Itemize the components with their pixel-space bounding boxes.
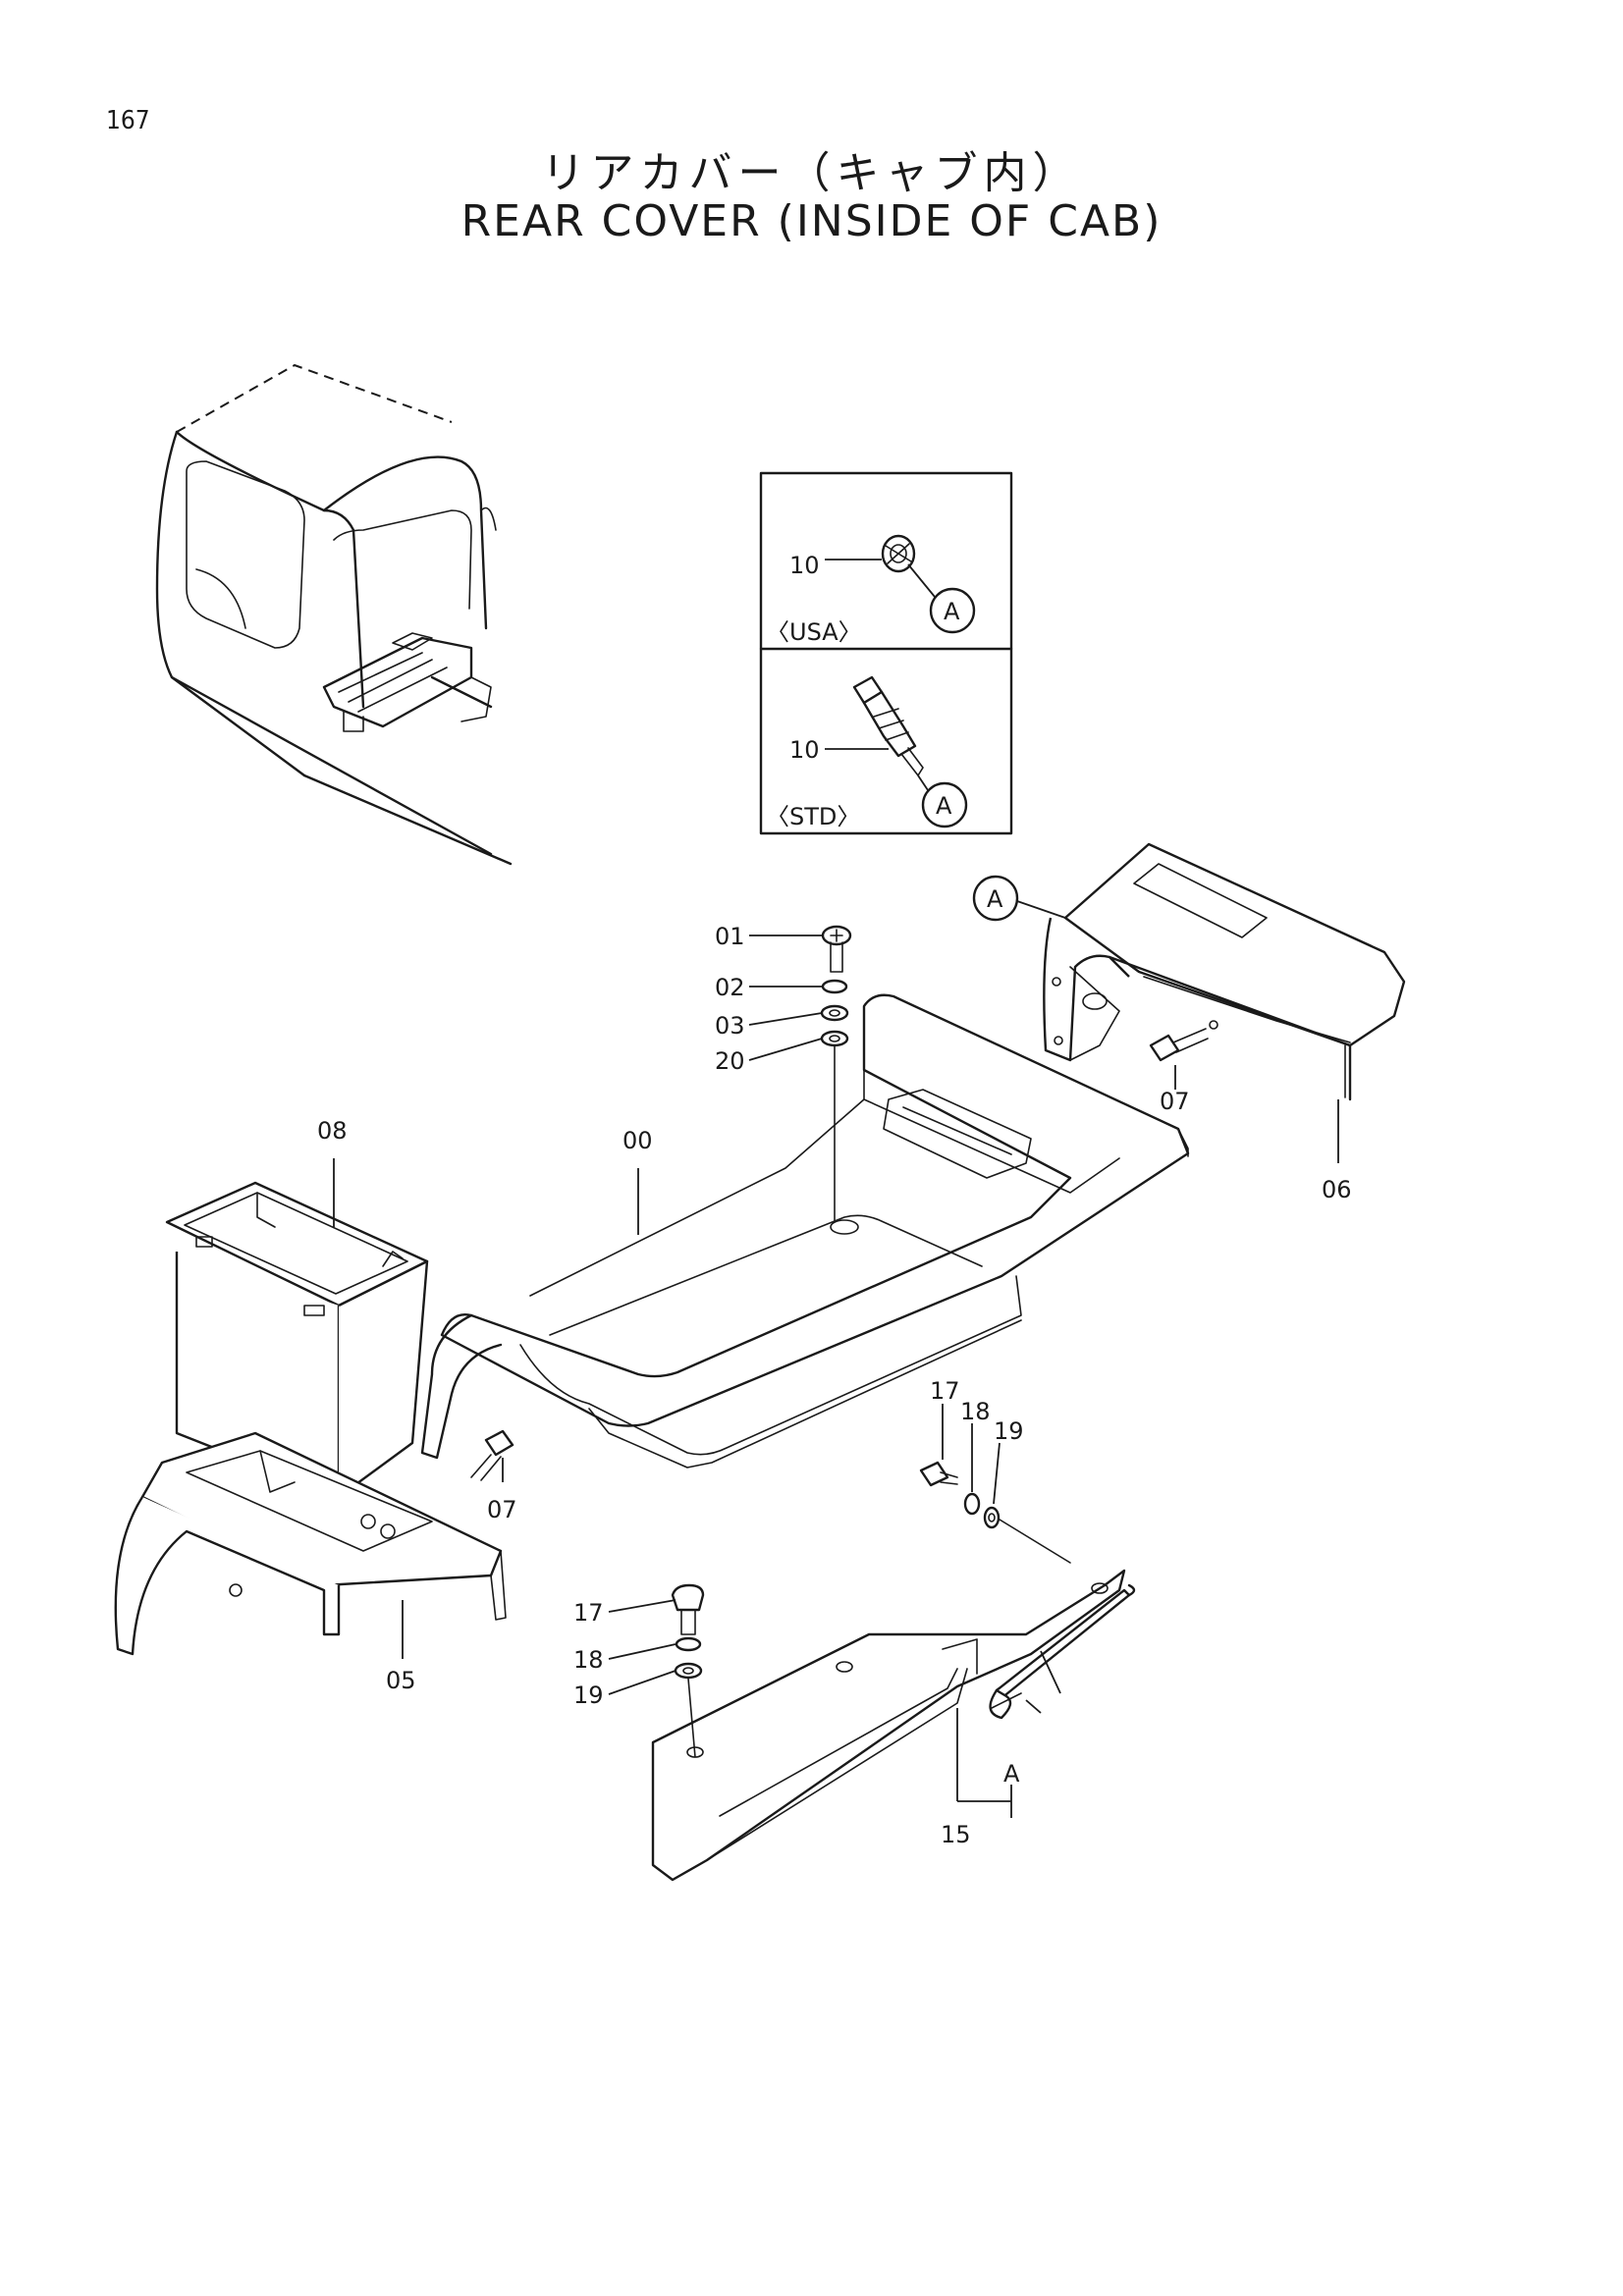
- part-08-drawing: [165, 1181, 429, 1499]
- label-01: 01: [715, 923, 745, 950]
- label-18-right: 18: [960, 1398, 991, 1425]
- part-15-drawing: [651, 1569, 1136, 1882]
- label-19-right: 19: [994, 1417, 1024, 1445]
- label-06: 06: [1322, 1176, 1352, 1203]
- part-07-lower-drawing: [470, 1429, 514, 1482]
- fastener-stack-drawing: [820, 925, 852, 1223]
- ref-marker-a-std: A: [936, 792, 952, 820]
- part-06-drawing: [972, 842, 1406, 1101]
- label-03: 03: [715, 1012, 745, 1040]
- label-07-lower: 07: [487, 1496, 517, 1523]
- fastener-group-left-drawing: [671, 1583, 705, 1758]
- part-05-drawing: [114, 1431, 507, 1656]
- part-00-drawing: [420, 993, 1190, 1468]
- ref-marker-a-bracket: A: [1003, 1760, 1020, 1788]
- label-17-right: 17: [930, 1377, 960, 1405]
- page-number: 167: [106, 106, 150, 135]
- cab-overview-drawing: [155, 363, 513, 866]
- variant-label-std: 〈STD〉: [766, 803, 860, 830]
- label-15: 15: [941, 1821, 971, 1848]
- ref-marker-a-usa: A: [944, 598, 960, 625]
- page-title-english: REAR COVER (INSIDE OF CAB): [460, 196, 1163, 246]
- fastener-group-right-drawing: [919, 1404, 1071, 1564]
- part-labels: 10 A 〈USA〉 10 A 〈STD〉 A 01 02 03 20 00 0…: [317, 552, 1352, 1848]
- label-05: 05: [386, 1667, 416, 1694]
- label-18-left: 18: [573, 1646, 604, 1674]
- variant-inset: [759, 471, 1013, 835]
- label-08: 08: [317, 1117, 348, 1145]
- leader-lines: [333, 934, 1339, 1695]
- label-17-left: 17: [573, 1599, 604, 1627]
- variant-label-usa: 〈USA〉: [766, 618, 862, 646]
- label-10-usa: 10: [789, 552, 820, 579]
- label-10-std: 10: [789, 736, 820, 764]
- label-02: 02: [715, 974, 745, 1001]
- page-title-japanese: リアカバー（キャブ内）: [541, 148, 1082, 198]
- label-07-upper: 07: [1160, 1088, 1190, 1115]
- ref-marker-a-cover: A: [987, 885, 1003, 913]
- label-20: 20: [715, 1047, 745, 1075]
- part-07-upper-drawing: [1149, 1020, 1218, 1090]
- label-00: 00: [622, 1127, 653, 1154]
- label-19-left: 19: [573, 1682, 604, 1709]
